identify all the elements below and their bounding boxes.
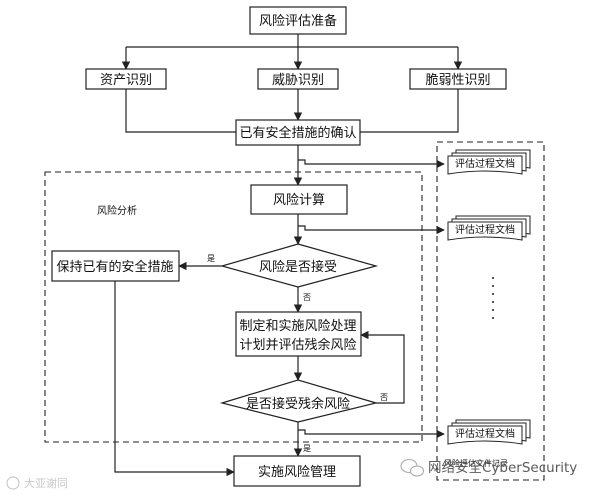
node-residual-label: 是否接受残余风险: [246, 396, 350, 412]
wechat-icon: [400, 458, 425, 477]
watermark-right-text: 网络安全CyberSecurity: [428, 459, 577, 476]
node-keep: 保持已有的安全措施: [51, 250, 180, 282]
node-asset: 资产识别: [85, 68, 167, 90]
node-vuln: 脆弱性识别: [409, 68, 507, 90]
node-accept: 风险是否接受: [219, 243, 379, 288]
node-asset-label: 资产识别: [100, 73, 152, 88]
node-plan: 制定和实施风险处理 计划并评估残余风险: [235, 311, 362, 357]
node-prepare: 风险评估准备: [249, 6, 347, 35]
watermark-logo-icon: [6, 476, 20, 490]
node-plan-label-2: 计划并评估残余风险: [239, 337, 356, 353]
node-plan-label-1: 制定和实施风险处理: [239, 319, 356, 334]
yes-label-accept: 是: [207, 254, 215, 263]
node-accept-label: 风险是否接受: [259, 259, 337, 275]
node-confirm-label: 已有安全措施的确认: [239, 125, 356, 141]
node-keep-label: 保持已有的安全措施: [56, 259, 173, 275]
no-label-residual: 否: [380, 393, 388, 402]
ellipsis-dots: [492, 277, 494, 319]
risk-analysis-label: 风险分析: [97, 204, 137, 217]
yes-label-residual: 是: [303, 444, 311, 453]
records-group-label: 风险评估文件记录: [444, 458, 508, 468]
node-prepare-label: 风险评估准备: [259, 13, 337, 29]
doc-label-2: 评估过程文档: [455, 223, 515, 236]
node-confirm: 已有安全措施的确认: [235, 119, 361, 146]
node-calc-label: 风险计算: [273, 193, 325, 208]
watermark-right: 网络安全CyberSecurity: [400, 458, 577, 477]
records-group: [436, 141, 545, 481]
doc-stack-2: 评估过程文档: [447, 215, 531, 241]
node-calc: 风险计算: [250, 184, 348, 215]
node-manage: 实施风险管理: [233, 455, 361, 487]
node-threat: 威胁识别: [257, 68, 339, 90]
watermark-left-text: 大亚谢同: [24, 476, 68, 490]
doc-stack-3: 评估过程文档: [447, 419, 531, 445]
node-manage-label: 实施风险管理: [258, 465, 336, 480]
node-vuln-label: 脆弱性识别: [425, 72, 490, 88]
doc-stack-1: 评估过程文档: [447, 149, 531, 175]
node-threat-label: 威胁识别: [272, 73, 324, 88]
doc-label-3: 评估过程文档: [455, 427, 515, 440]
risk-analysis-group: [44, 171, 423, 443]
connectors: [114, 34, 463, 477]
node-residual: 是否接受残余风险: [219, 379, 379, 423]
watermark-left: 大亚谢同: [6, 476, 68, 490]
doc-label-1: 评估过程文档: [455, 157, 515, 170]
no-label-accept: 否: [303, 293, 311, 302]
